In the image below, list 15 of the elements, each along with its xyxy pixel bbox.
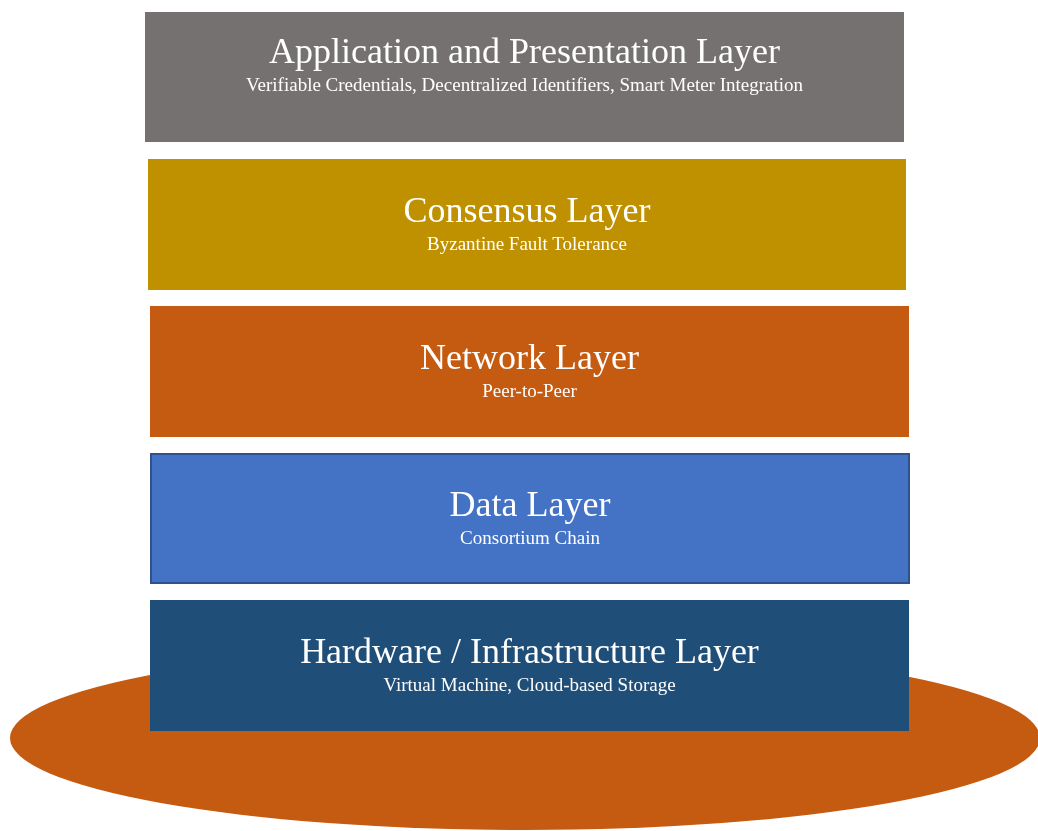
layer-box [145,12,904,142]
layer-box [150,600,909,731]
layer-box [148,159,906,290]
layer-title: Hardware / Infrastructure Layer [300,630,759,672]
layer-title: Application and Presentation Layer [269,30,780,72]
layer-description: Consortium Chain [459,526,601,550]
layer-box [150,453,910,584]
layer-box [150,306,909,437]
layer-title: Data Layer [449,483,611,525]
layer-description: Virtual Machine, Cloud-based Storage [382,673,677,697]
layer-title: Consensus Layer [403,189,651,231]
layer-description: Verifiable Credentials, Decentralized Identifiers, Smart Meter Integration [244,73,805,97]
layer-description: Byzantine Fault Tolerance [426,232,628,256]
layer-description: Peer-to-Peer [481,379,578,403]
layer-title: Network Layer [420,336,639,378]
